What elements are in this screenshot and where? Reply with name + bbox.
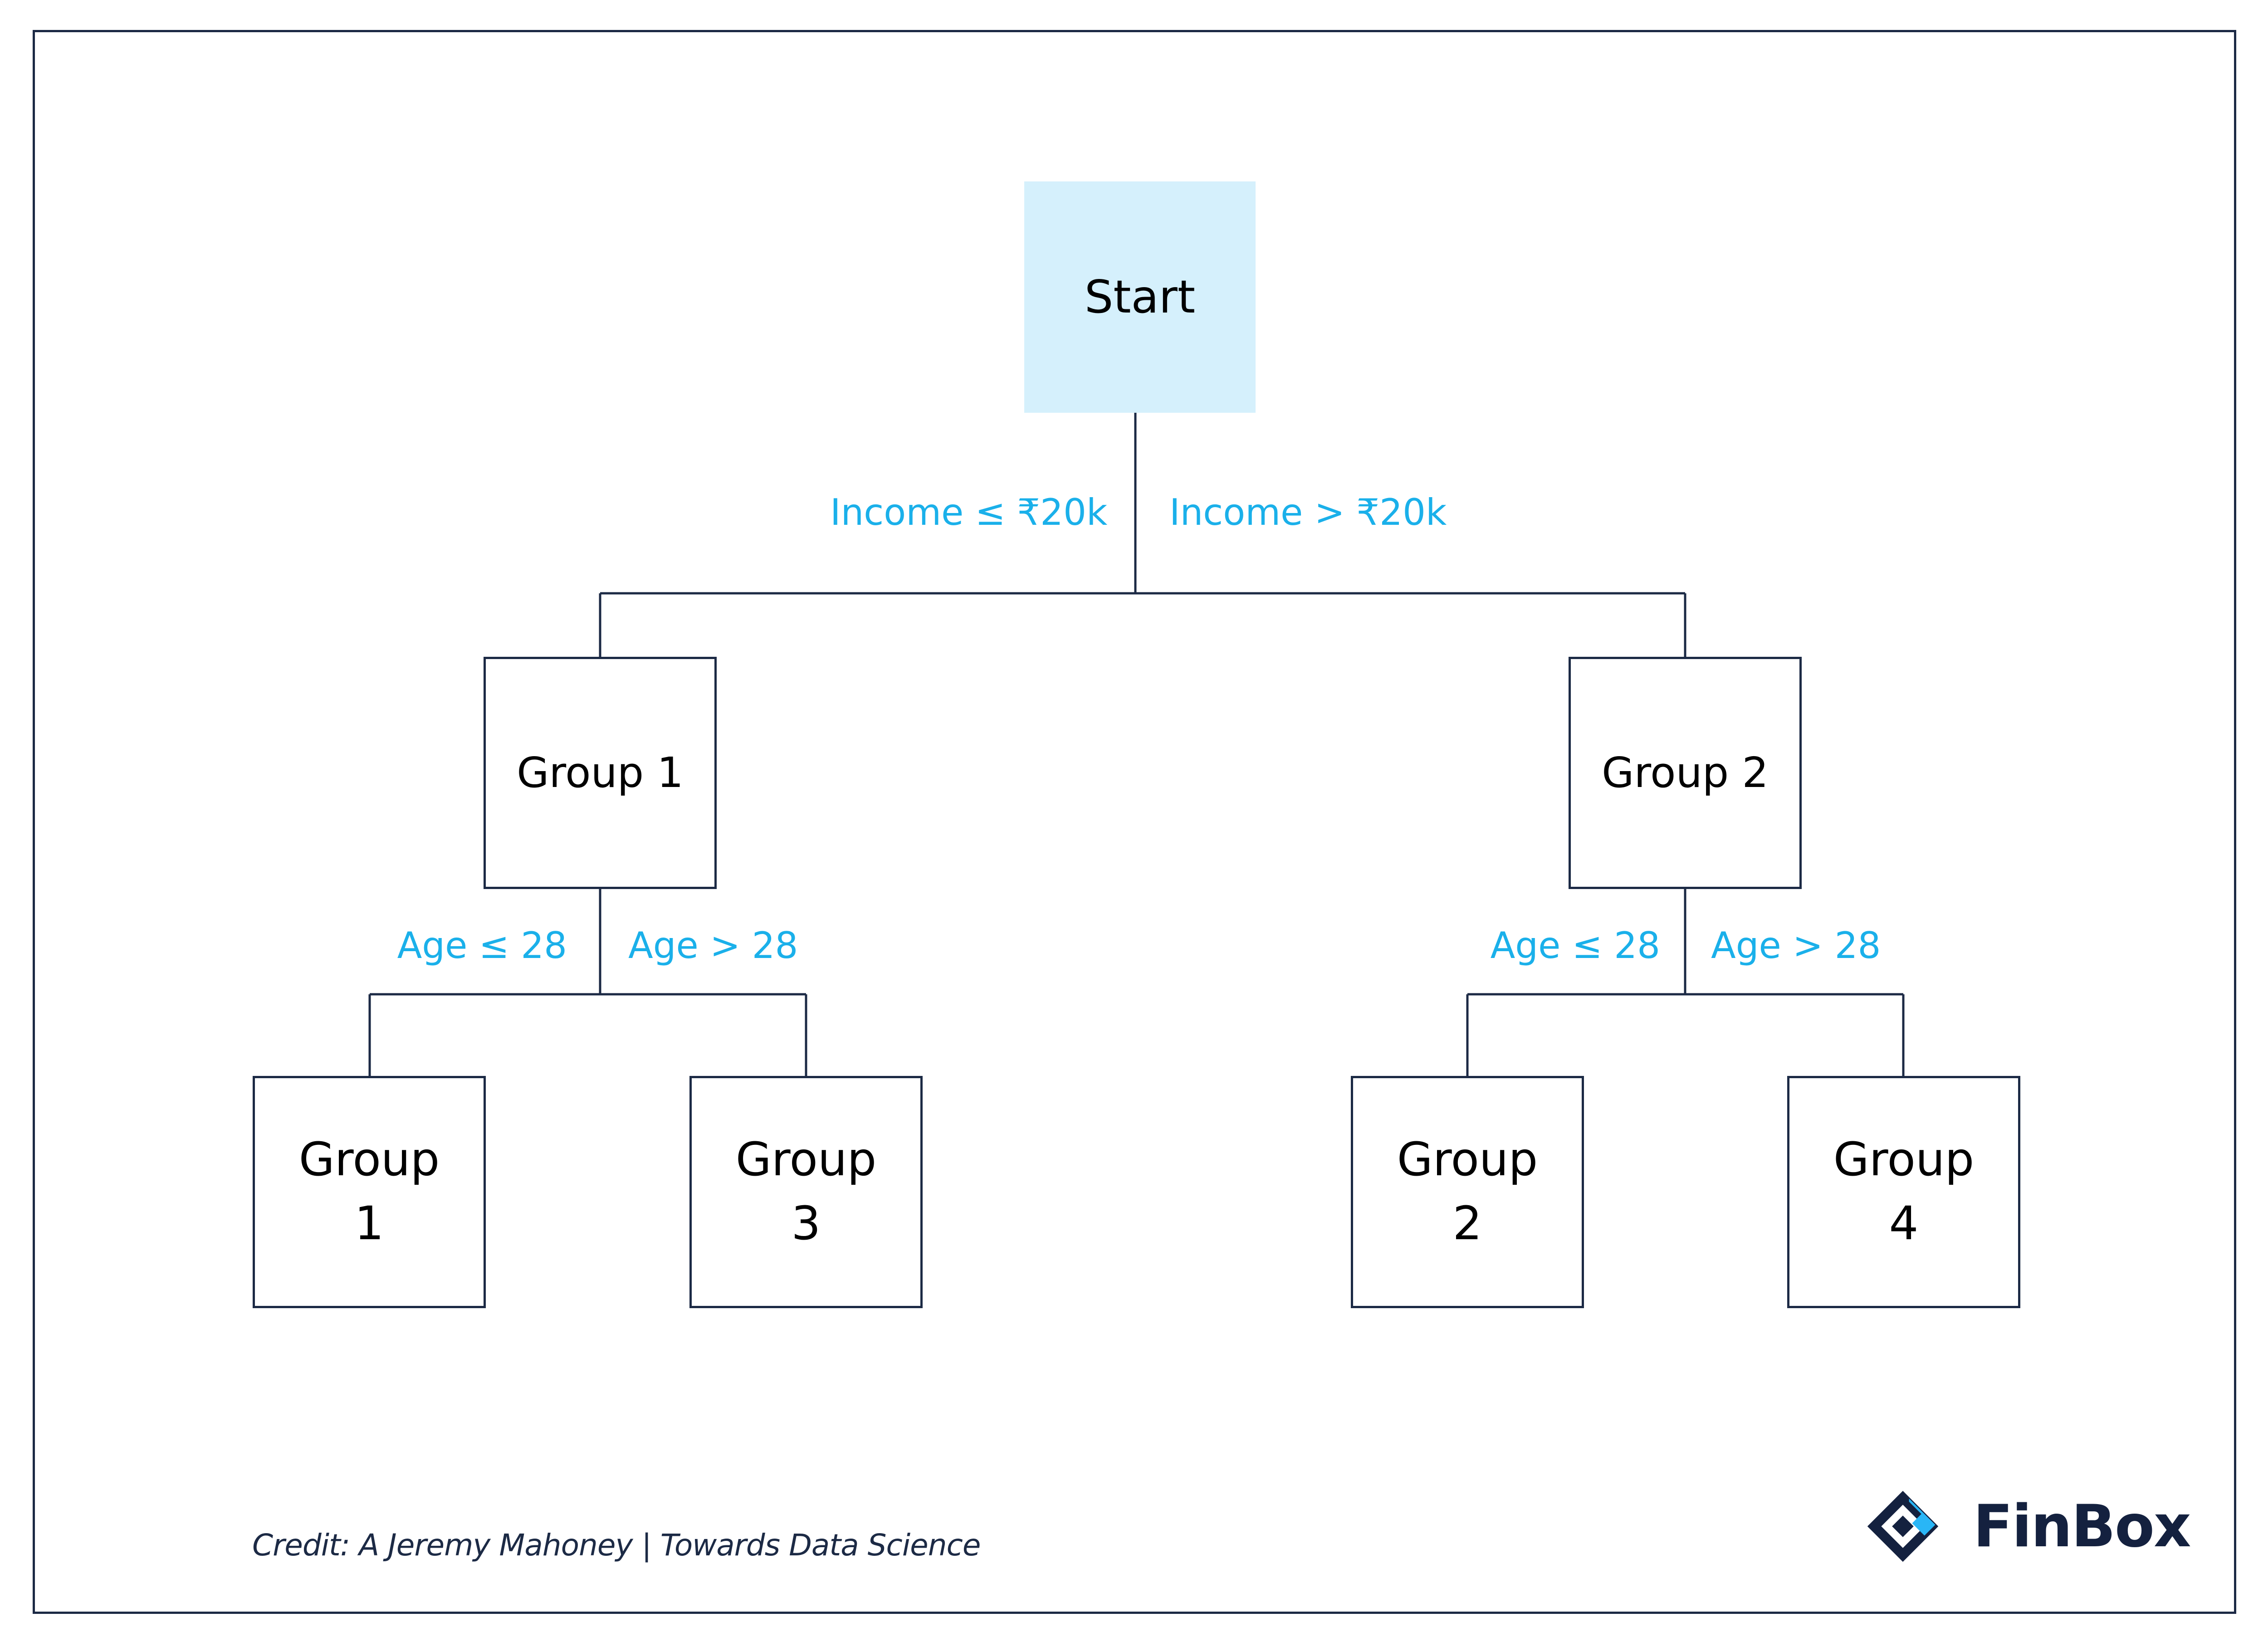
group1-node: Group 1: [484, 657, 717, 889]
condition-group1-age-high: Age > 28: [628, 924, 798, 967]
leaf-group3-label: Group 3: [735, 1133, 877, 1251]
leaf-group2-node: Group 2: [1351, 1076, 1584, 1308]
leaf-group1-label: Group 1: [298, 1133, 440, 1251]
finbox-logo-icon: [1867, 1491, 1939, 1562]
start-node-label: Start: [1084, 270, 1196, 323]
leaf-group1-node: Group 1: [253, 1076, 486, 1308]
group1-node-label: Group 1: [517, 748, 684, 797]
condition-group2-age-high: Age > 28: [1711, 924, 1881, 967]
diagram-frame: [33, 30, 2236, 1614]
brand-name: FinBox: [1973, 1492, 2191, 1560]
start-node: Start: [1024, 181, 1256, 413]
condition-income-high: Income > ₹20k: [1169, 491, 1447, 533]
condition-group1-age-low: Age ≤ 28: [397, 924, 567, 967]
condition-group2-age-low: Age ≤ 28: [1490, 924, 1660, 967]
leaf-group4-node: Group 4: [1787, 1076, 2020, 1308]
finbox-brand: FinBox: [1864, 1488, 2191, 1565]
group2-node: Group 2: [1569, 657, 1802, 889]
credit-text: Credit: A Jeremy Mahoney | Towards Data …: [252, 1528, 981, 1563]
leaf-group3-node: Group 3: [689, 1076, 923, 1308]
leaf-group4-label: Group 4: [1833, 1133, 1975, 1251]
leaf-group2-label: Group 2: [1397, 1133, 1538, 1251]
condition-income-low: Income ≤ ₹20k: [830, 491, 1108, 533]
group2-node-label: Group 2: [1602, 748, 1769, 797]
